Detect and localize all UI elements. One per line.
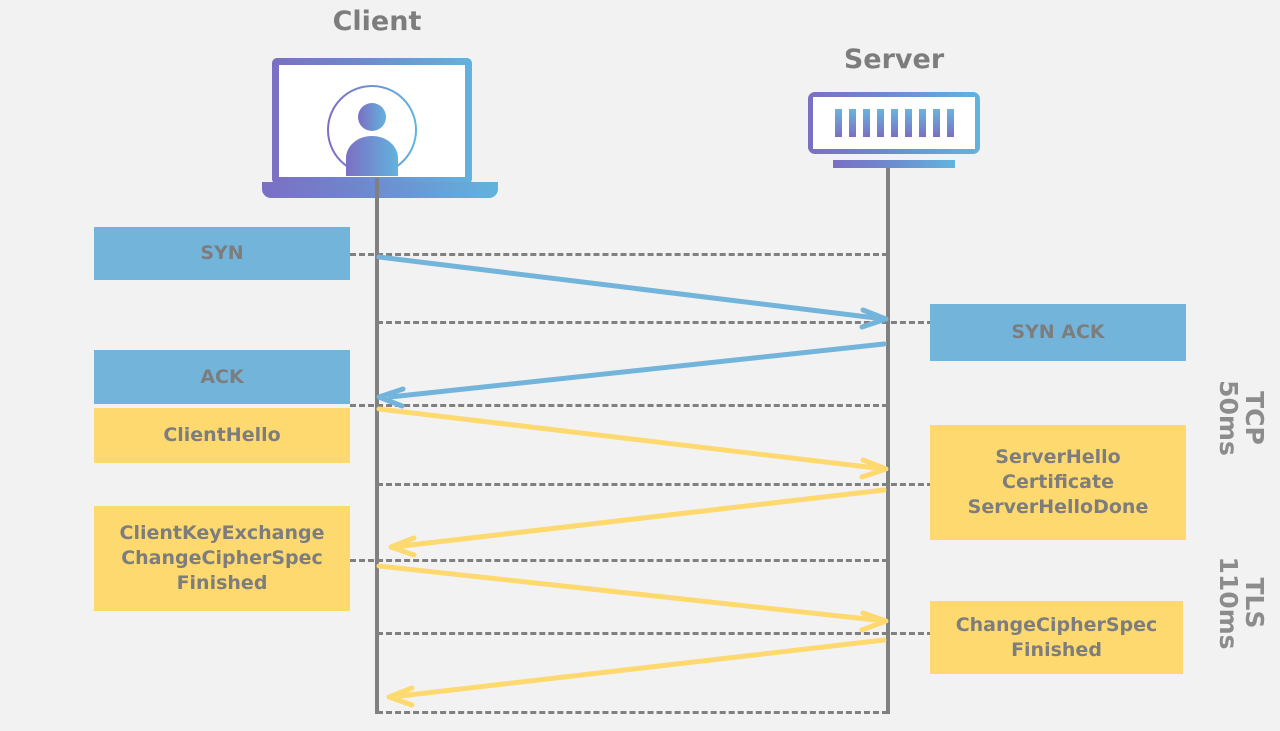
server-rack-icon bbox=[808, 92, 980, 174]
message-separator-serverhello bbox=[350, 559, 888, 562]
client-actor-title: Client bbox=[332, 6, 422, 37]
message-separator-cke bbox=[377, 632, 933, 635]
server-chassis bbox=[808, 92, 980, 154]
arrow-client-hello bbox=[376, 406, 889, 480]
arrow-server-change-cipher-spec bbox=[386, 637, 887, 708]
message-box-syn-ack[interactable]: SYN ACK bbox=[930, 304, 1186, 361]
server-actor-title: Server bbox=[843, 44, 945, 75]
server-slot-bar bbox=[890, 109, 898, 137]
arrow-syn-ack bbox=[376, 341, 887, 409]
message-separator-synack bbox=[377, 321, 933, 324]
server-lifeline bbox=[886, 168, 890, 714]
arrow-syn bbox=[376, 254, 889, 330]
server-slot-bar bbox=[862, 109, 870, 137]
message-box-client-hello[interactable]: ClientHello bbox=[94, 408, 350, 463]
message-separator-final bbox=[377, 711, 888, 714]
arrow-client-key-exchange bbox=[376, 563, 889, 633]
server-stand bbox=[833, 160, 955, 168]
laptop-base bbox=[262, 182, 498, 198]
message-box-ack[interactable]: ACK bbox=[94, 350, 350, 404]
server-slot-bar bbox=[946, 109, 954, 137]
message-box-syn[interactable]: SYN bbox=[94, 227, 350, 280]
server-slot-bar bbox=[932, 109, 940, 137]
server-slot-bar bbox=[904, 109, 912, 137]
server-slot-bar bbox=[848, 109, 856, 137]
server-slot-bar bbox=[918, 109, 926, 137]
laptop-screen bbox=[272, 58, 472, 184]
message-separator-clienthello bbox=[377, 483, 933, 486]
server-slot-bar bbox=[876, 109, 884, 137]
user-avatar-icon bbox=[327, 85, 417, 176]
server-slot-bar bbox=[834, 109, 842, 137]
phase-label-tls: TLS 110ms bbox=[1214, 556, 1269, 650]
arrow-server-hello bbox=[388, 487, 887, 558]
server-slots bbox=[813, 97, 975, 149]
laptop-display bbox=[279, 65, 465, 177]
message-separator-syn bbox=[350, 253, 888, 256]
message-box-server-change-cipher-spec[interactable]: ChangeCipherSpec Finished bbox=[930, 601, 1183, 674]
message-box-client-key-exchange[interactable]: ClientKeyExchange ChangeCipherSpec Finis… bbox=[94, 506, 350, 611]
message-separator-ack bbox=[350, 404, 888, 407]
laptop-user-icon bbox=[262, 58, 498, 203]
phase-label-tcp: TCP 50ms bbox=[1214, 380, 1269, 456]
message-box-server-hello[interactable]: ServerHello Certificate ServerHelloDone bbox=[930, 425, 1186, 540]
